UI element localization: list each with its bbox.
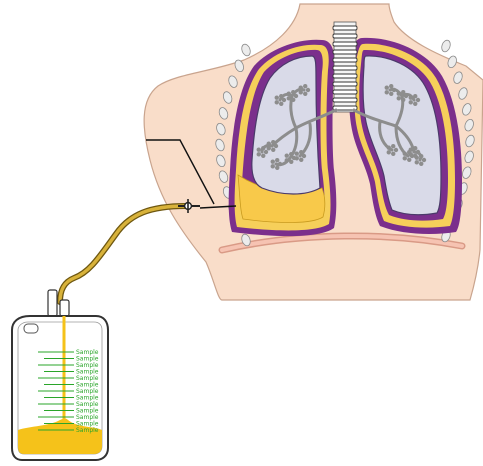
alveolus bbox=[391, 152, 395, 156]
alveolus bbox=[385, 85, 389, 89]
alveolus bbox=[267, 146, 271, 150]
alveolus bbox=[392, 88, 396, 92]
alveolus bbox=[271, 140, 275, 144]
alveolus bbox=[261, 154, 265, 158]
alveolus bbox=[413, 146, 417, 150]
alveolus bbox=[294, 94, 298, 98]
alveolus bbox=[257, 152, 261, 156]
alveolus bbox=[299, 158, 303, 162]
trachea-ring bbox=[333, 34, 357, 38]
alveolus bbox=[287, 96, 291, 100]
alveolus bbox=[407, 158, 411, 162]
alveolus bbox=[287, 91, 291, 95]
alveolus bbox=[394, 148, 398, 152]
trachea-ring bbox=[333, 42, 357, 46]
alveolus bbox=[403, 156, 407, 160]
trachea-ring bbox=[333, 50, 357, 54]
alveolus bbox=[289, 152, 293, 156]
alveolus bbox=[291, 98, 295, 102]
trachea-icon bbox=[333, 22, 357, 112]
alveolus bbox=[391, 144, 395, 148]
trachea-ring bbox=[333, 74, 357, 78]
alveolus bbox=[279, 94, 283, 98]
scale-label: Sample bbox=[76, 427, 99, 434]
alveolus bbox=[257, 147, 261, 151]
alveolus bbox=[299, 85, 303, 89]
alveolus bbox=[295, 156, 299, 160]
alveolus bbox=[401, 98, 405, 102]
alveolus bbox=[419, 162, 423, 166]
alveolus bbox=[416, 98, 420, 102]
alveolus bbox=[299, 90, 303, 94]
alveolus bbox=[275, 166, 279, 170]
alveolus bbox=[275, 100, 279, 104]
drainage-bag-icon: SampleSampleSampleSampleSampleSampleSamp… bbox=[12, 290, 108, 460]
alveolus bbox=[291, 90, 295, 94]
alveolus bbox=[303, 84, 307, 88]
alveolus bbox=[271, 164, 275, 168]
trachea-ring bbox=[333, 90, 357, 94]
alveolus bbox=[303, 92, 307, 96]
rib-cartilage bbox=[240, 43, 252, 57]
trachea-ring bbox=[333, 66, 357, 70]
alveolus bbox=[410, 154, 414, 158]
alveolus bbox=[295, 151, 299, 155]
alveolus bbox=[271, 148, 275, 152]
alveolus bbox=[415, 160, 419, 164]
alveolus bbox=[275, 95, 279, 99]
alveolus bbox=[385, 90, 389, 94]
alveolus bbox=[397, 91, 401, 95]
alveolus bbox=[264, 150, 268, 154]
trachea-ring bbox=[333, 82, 357, 86]
alveolus bbox=[289, 160, 293, 164]
alveolus bbox=[407, 150, 411, 154]
alveolus bbox=[409, 95, 413, 99]
alveolus bbox=[397, 96, 401, 100]
alveolus bbox=[413, 102, 417, 106]
alveolus bbox=[401, 90, 405, 94]
alveolus bbox=[409, 100, 413, 104]
alveolus bbox=[279, 102, 283, 106]
alveolus bbox=[387, 150, 391, 154]
alveolus bbox=[389, 92, 393, 96]
alveolus bbox=[306, 88, 310, 92]
alveolus bbox=[413, 94, 417, 98]
trachea-ring bbox=[333, 98, 357, 102]
trachea-ring bbox=[333, 58, 357, 62]
alveolus bbox=[404, 94, 408, 98]
alveolus bbox=[285, 153, 289, 157]
alveolus bbox=[389, 84, 393, 88]
alveolus bbox=[261, 146, 265, 150]
alveolus bbox=[403, 151, 407, 155]
alveolus bbox=[302, 154, 306, 158]
alveolus bbox=[387, 145, 391, 149]
alveolus bbox=[282, 98, 286, 102]
rib-cartilage bbox=[440, 39, 452, 53]
alveolus bbox=[267, 141, 271, 145]
alveolus bbox=[278, 162, 282, 166]
alveolus bbox=[416, 150, 420, 154]
trachea-ring bbox=[333, 26, 357, 30]
alveolus bbox=[299, 150, 303, 154]
alveolus bbox=[275, 158, 279, 162]
alveolus bbox=[419, 154, 423, 158]
alveolus bbox=[415, 155, 419, 159]
alveolus bbox=[274, 144, 278, 148]
alveolus bbox=[285, 158, 289, 162]
alveolus bbox=[422, 158, 426, 162]
alveolus bbox=[271, 159, 275, 163]
